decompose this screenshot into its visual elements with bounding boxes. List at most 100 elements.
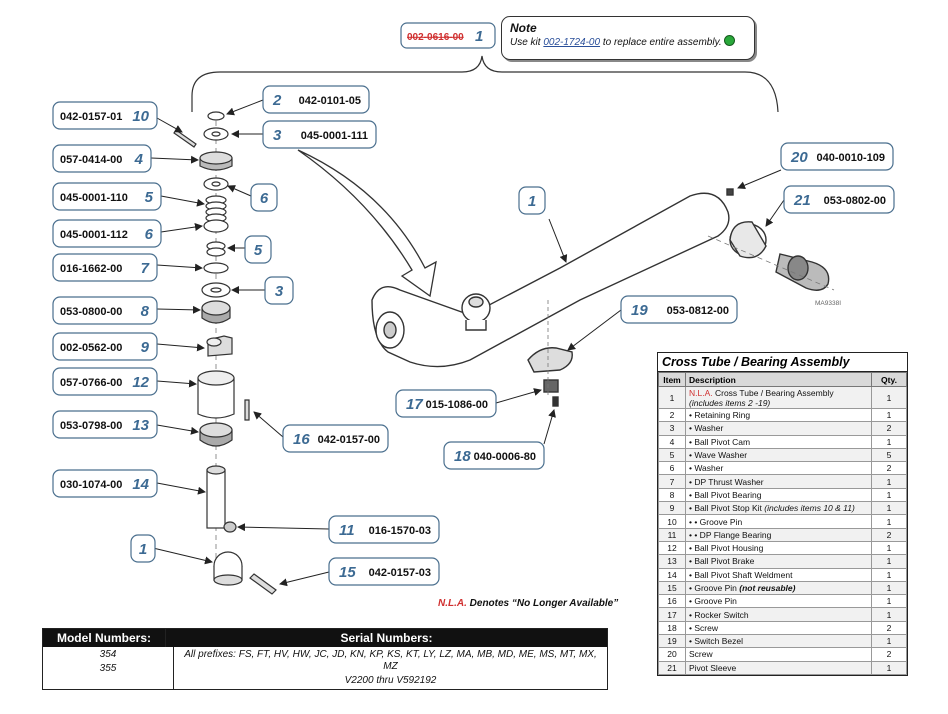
row-qty: 1 [871,660,907,675]
row-qty: 1 [871,501,907,516]
row-item: 5 [658,447,686,463]
row-item: 16 [658,594,686,609]
row-qty: 2 [871,461,907,476]
callout-part-number: 042-0157-00 [318,434,380,446]
drawing-id: MA9338I [815,300,841,307]
serial-list: All prefixes: FS, FT, HV, HW, JC, JD, KN… [184,649,597,686]
row-qty: 2 [871,647,907,662]
row-description: • Washer [685,461,872,476]
callout-number: 20 [790,149,808,166]
row-item: 15 [658,580,686,596]
callout-number: 16 [293,431,310,448]
row-description: • Ball Pivot Stop Kit (includes items 10… [685,501,872,516]
callout-number: 3 [273,127,282,144]
callout-part-number: 053-0798-00 [60,420,122,432]
callout-item-16-042-0157-00: 16 042-0157-00 [282,424,389,453]
row-qty: 1 [871,386,907,409]
callout-number: 5 [145,189,154,206]
row-description: • Retaining Ring [685,407,872,423]
callout-item-1: 1 [130,534,156,563]
callout-number: 2 [272,92,282,109]
callout-number: 3 [275,283,284,300]
row-item: 1 [658,386,686,409]
callout-part-number: 040-0006-80 [474,451,536,463]
row-description: • Wave Washer [685,447,872,463]
note-text: Use kit 002-1724-00 to replace entire as… [510,35,746,48]
parts-table-title: Cross Tube / Bearing Assembly [658,353,907,372]
callout-item-10-042-0157-01: 10 042-0157-01 [52,101,158,130]
callout-number: 11 [339,522,355,539]
callout-item-5: 5 [244,235,272,264]
svg-text:002-0616-00: 002-0616-00 [407,32,464,43]
callout-part-number: 045-0001-110 [60,192,128,204]
row-qty: 1 [871,580,907,596]
callout-number: 6 [260,190,269,207]
callout-item-2-042-0101-05: 2 042-0101-05 [262,85,370,114]
row-qty: 5 [871,447,907,463]
row-item: 2 [658,407,686,423]
col-qty: Qty. [871,372,907,387]
callout-part-number: 045-0001-112 [60,229,128,241]
row-description: • • Groove Pin [685,514,872,529]
callout-part-number: 057-0414-00 [60,154,122,166]
callout-number: 19 [631,302,648,319]
row-description: • Ball Pivot Brake [685,554,872,569]
row-qty: 1 [871,407,907,423]
row-item: 6 [658,461,686,476]
row-qty: 1 [871,487,907,503]
model-header: Model Numbers: [43,629,166,647]
callout-item-1: 1 [518,186,546,215]
row-item: 18 [658,620,686,636]
cross-tube-drawing [371,188,830,407]
row-qty: 2 [871,421,907,436]
callout-part-number: 045-0001-111 [301,130,368,142]
row-description: • • DP Flange Bearing [685,527,872,542]
row-item: 19 [658,634,686,649]
callout-number: 14 [132,476,149,493]
callout-part-number: 002-0562-00 [60,342,122,354]
row-qty: 1 [871,634,907,649]
callout-number: 10 [132,108,149,125]
callout-part-number: 042-0157-01 [60,111,122,123]
kit-link[interactable]: 002-1724-00 [543,37,601,48]
row-qty: 1 [871,474,907,489]
callout-number: 1 [139,541,147,558]
row-qty: 1 [871,607,907,622]
row-qty: 1 [871,594,907,609]
row-description: • Ball Pivot Housing [685,540,872,556]
row-description: N.L.A. Cross Tube / Bearing Assembly (in… [685,386,872,409]
callout-number: 1 [528,193,536,210]
serial-header: Serial Numbers: [340,631,433,645]
callout-number: 18 [454,448,471,465]
row-item: 17 [658,607,686,622]
callout-part-number: 042-0101-05 [299,95,361,107]
row-description: Screw [685,647,872,662]
row-qty: 1 [871,554,907,569]
row-description: • Ball Pivot Bearing [685,487,872,503]
callout-part-number: 016-1662-00 [60,263,122,275]
row-item: 8 [658,487,686,503]
callout-item-5-045-0001-110: 5 045-0001-110 [52,182,162,211]
